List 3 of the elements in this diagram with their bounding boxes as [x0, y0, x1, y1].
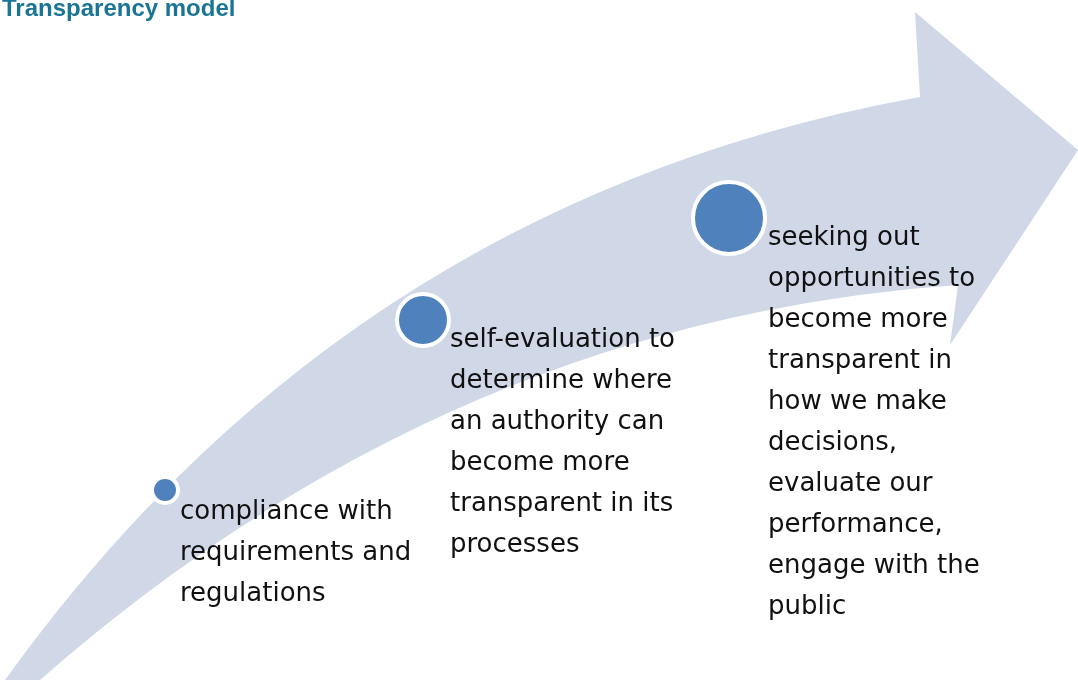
step-text: seeking out opportunities to become more transparent in how we make decisions, evaluate our performance, engage with the public — [768, 216, 990, 626]
step-text: compliance with requirements and regulations — [180, 490, 420, 613]
step-text: self-evaluation to determine where an authority can become more transparent in its processes — [450, 318, 682, 564]
